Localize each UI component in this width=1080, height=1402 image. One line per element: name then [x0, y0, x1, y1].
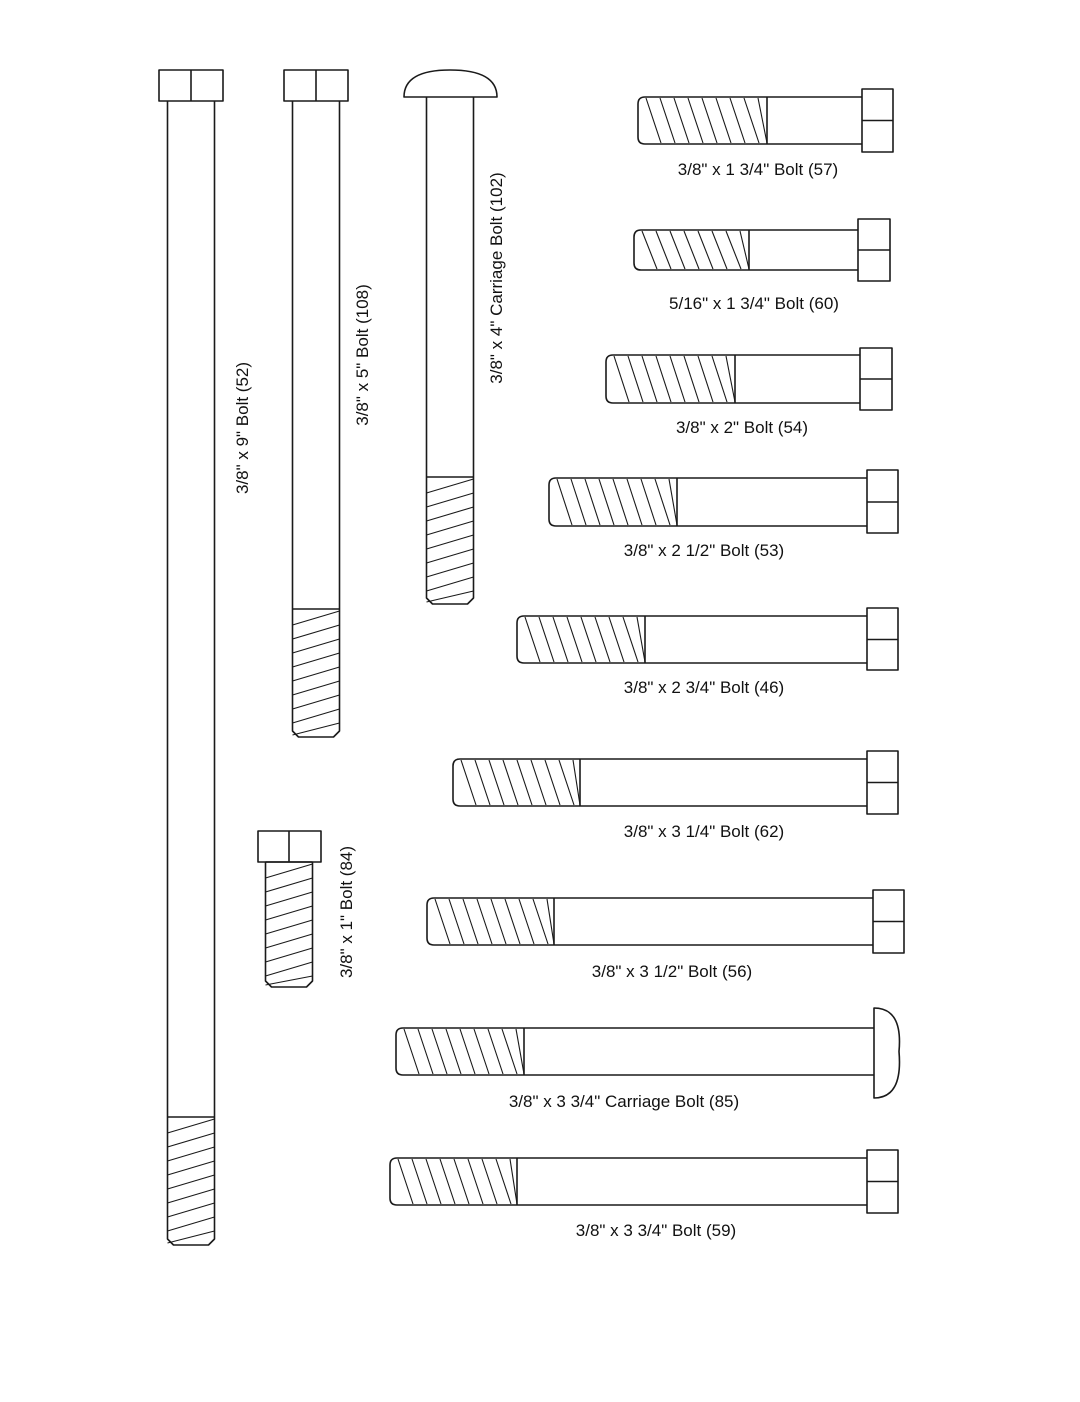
bolt-56: 3/8" x 3 1/2" Bolt (56) — [426, 889, 905, 981]
bolt-52: 3/8" x 9" Bolt (52) — [158, 69, 252, 1246]
shaft — [395, 1027, 874, 1076]
threads — [613, 355, 736, 403]
bolt-46: 3/8" x 2 3/4" Bolt (46) — [516, 607, 899, 697]
bolt-60: 5/16" x 1 3/4" Bolt (60) — [633, 218, 891, 313]
shaft — [452, 758, 867, 807]
shaft — [548, 477, 867, 527]
bolt-84: 3/8" x 1" Bolt (84) — [257, 830, 356, 988]
bolt-label: 5/16" x 1 3/4" Bolt (60) — [669, 294, 839, 313]
bolt-label: 3/8" x 3 1/2" Bolt (56) — [592, 962, 752, 981]
bolt-label: 3/8" x 1" Bolt (84) — [337, 846, 356, 978]
bolt-label: 3/8" x 9" Bolt (52) — [233, 362, 252, 494]
shaft — [425, 97, 475, 605]
bolt-label: 3/8" x 5" Bolt (108) — [353, 284, 372, 426]
carriage-head — [403, 69, 498, 98]
shaft — [633, 229, 858, 271]
bolt-label: 3/8" x 3 3/4" Carriage Bolt (85) — [509, 1092, 739, 1111]
bolt-62: 3/8" x 3 1/4" Bolt (62) — [452, 750, 899, 841]
carriage-head — [873, 1007, 901, 1099]
bolt-57: 3/8" x 1 3/4" Bolt (57) — [637, 88, 894, 179]
bolt-label: 3/8" x 1 3/4" Bolt (57) — [678, 160, 838, 179]
threads — [292, 610, 340, 736]
bolt-label: 3/8" x 4" Carriage Bolt (102) — [487, 172, 506, 383]
bolt-85: 3/8" x 3 3/4" Carriage Bolt (85) — [395, 1007, 901, 1111]
shaft — [426, 897, 873, 946]
threads — [641, 230, 750, 270]
bolt-54: 3/8" x 2" Bolt (54) — [605, 347, 893, 437]
bolt-102: 3/8" x 4" Carriage Bolt (102) — [403, 69, 506, 605]
threads — [397, 1158, 518, 1205]
bolt-label: 3/8" x 3 1/4" Bolt (62) — [624, 822, 784, 841]
threads — [460, 759, 581, 806]
bolt-108: 3/8" x 5" Bolt (108) — [283, 69, 372, 738]
shaft — [166, 101, 216, 1246]
bolt-label: 3/8" x 2 1/2" Bolt (53) — [624, 541, 784, 560]
threads — [265, 863, 313, 986]
shaft — [605, 354, 860, 404]
threads — [556, 478, 678, 526]
threads — [167, 1118, 215, 1244]
bolt-59: 3/8" x 3 3/4" Bolt (59) — [389, 1149, 899, 1240]
shaft — [637, 96, 862, 145]
bolt-label: 3/8" x 3 3/4" Bolt (59) — [576, 1221, 736, 1240]
shaft — [389, 1157, 867, 1206]
shaft — [291, 101, 341, 738]
bolt-label: 3/8" x 2 3/4" Bolt (46) — [624, 678, 784, 697]
shaft — [516, 615, 867, 664]
threads — [426, 478, 474, 603]
bolt-53: 3/8" x 2 1/2" Bolt (53) — [548, 469, 899, 560]
bolt-label: 3/8" x 2" Bolt (54) — [676, 418, 808, 437]
threads — [524, 616, 646, 663]
threads — [645, 97, 768, 144]
threads — [434, 898, 555, 945]
threads — [403, 1028, 525, 1075]
shaft — [264, 862, 314, 988]
